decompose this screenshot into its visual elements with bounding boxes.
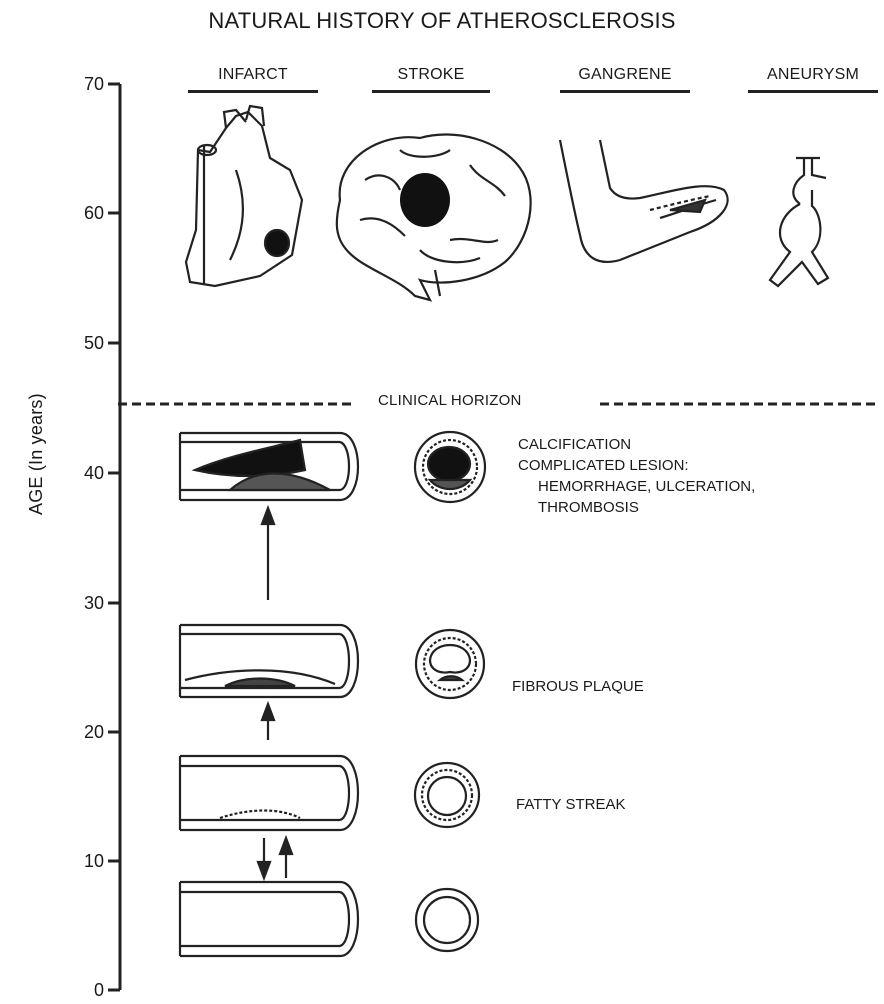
y-tick-label: 70: [60, 74, 104, 95]
foot-icon: [560, 140, 728, 262]
lumen-fibrous-plaque: [416, 630, 484, 698]
stage-line: HEMORRHAGE, ULCERATION,: [518, 476, 755, 497]
y-tick-label: 20: [60, 722, 104, 743]
y-tick-label: 50: [60, 333, 104, 354]
y-tick-label: 60: [60, 203, 104, 224]
y-tick-label: 0: [60, 980, 104, 1001]
lumen-fatty-streak: [415, 763, 479, 827]
lumen-normal: [416, 889, 478, 951]
aneurysm-icon: [770, 158, 828, 286]
vessel-complicated-lesion: [180, 433, 358, 500]
y-tick-label: 30: [60, 593, 104, 614]
y-tick-label: 40: [60, 463, 104, 484]
brain-icon: [337, 135, 531, 300]
heart-icon: [186, 106, 302, 286]
y-axis-label: AGE (In years): [26, 393, 47, 515]
stage-line: THROMBOSIS: [518, 497, 755, 518]
stage-label-complicated: CALCIFICATION COMPLICATED LESION: HEMORR…: [518, 434, 755, 518]
vessel-fatty-streak: [180, 756, 358, 830]
clinical-horizon-label: CLINICAL HORIZON: [372, 392, 528, 409]
stage-line: CALCIFICATION: [518, 434, 755, 455]
vessel-fibrous-plaque: [180, 625, 358, 697]
y-axis: [108, 84, 120, 990]
stage-label-fibrous-plaque: FIBROUS PLAQUE: [512, 676, 644, 697]
stage-line: COMPLICATED LESION:: [518, 455, 755, 476]
vessel-normal: [180, 882, 358, 956]
lumen-complicated-lesion: [415, 432, 485, 502]
y-tick-label: 10: [60, 851, 104, 872]
progression-arrows: [258, 508, 292, 878]
stage-label-fatty-streak: FATTY STREAK: [516, 794, 625, 815]
